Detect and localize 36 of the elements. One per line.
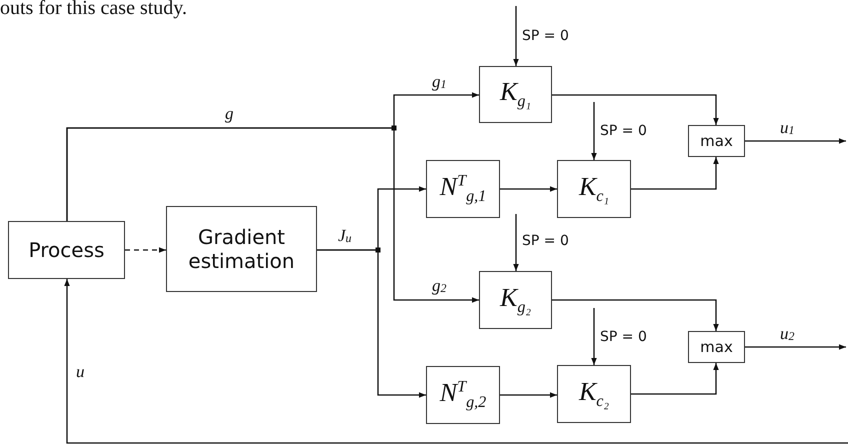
edge-label: SP = 0 (600, 123, 647, 139)
dashed-arrow (125, 247, 166, 253)
arrow (631, 363, 719, 395)
controller-block: K$_{g₂}$ (479, 271, 552, 329)
edge-label: g$_{1}$ (432, 72, 446, 92)
arrow (513, 214, 519, 271)
edge-label: g$_{2}$ (432, 276, 446, 296)
arrow (745, 138, 846, 144)
arrow (552, 299, 719, 331)
arrow (591, 102, 597, 160)
arrow (745, 344, 846, 350)
edge-label: u$_{1}$ (780, 118, 794, 138)
controller-block: K$_{g₁}$ (479, 66, 552, 123)
process-box: max (688, 125, 745, 157)
arrow (66, 127, 479, 303)
controller-block: K$_{c₁}$ (557, 160, 631, 218)
arrow (591, 308, 597, 365)
edge-label: u$_{2}$ (780, 324, 794, 344)
arrow (500, 392, 557, 398)
signal-label: g (225, 104, 234, 124)
edge-label: SP = 0 (522, 28, 569, 44)
arrow (513, 6, 519, 66)
process-box: Gradient estimation (166, 206, 317, 292)
arrow (317, 249, 426, 398)
edge-label: SP = 0 (522, 233, 569, 249)
signal-label: J$_{u}$ (338, 226, 352, 246)
arrow (500, 186, 557, 192)
process-box: Process (8, 221, 125, 279)
caption-text: outs for this case study. (0, 0, 188, 20)
arrow (64, 279, 848, 444)
controller-block: K$_{c₂}$ (557, 365, 631, 423)
process-box: max (688, 331, 745, 363)
edge-label: SP = 0 (600, 329, 647, 345)
arrow (631, 157, 719, 190)
edge-label: u (76, 362, 84, 382)
arrow (552, 94, 719, 125)
